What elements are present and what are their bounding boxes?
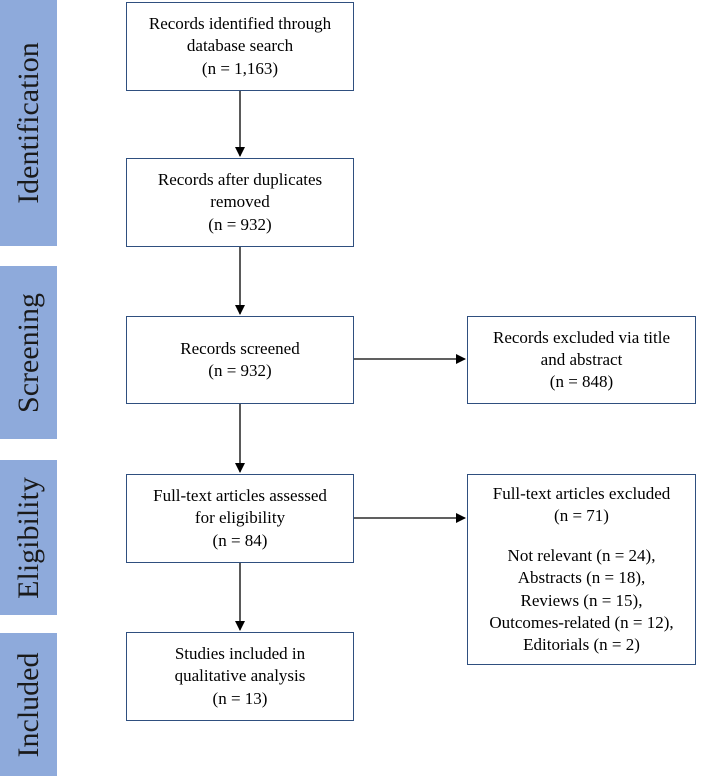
- phase-eligibility: Eligibility: [0, 460, 57, 615]
- box-line: database search: [186, 36, 294, 56]
- exclusion-reason: Editorials (n = 2): [523, 634, 640, 654]
- box-line: and abstract: [540, 349, 623, 369]
- box-line: Records after duplicates: [157, 170, 323, 190]
- box-fulltext-excluded: Full-text articles excluded (n = 71) Not…: [467, 474, 696, 665]
- box-count: (n = 13): [212, 688, 268, 708]
- box-line: removed: [210, 192, 270, 212]
- box-count: (n = 932): [208, 214, 272, 234]
- box-fulltext-assessed: Full-text articles assessed for eligibil…: [126, 474, 354, 563]
- box-line: Studies included in: [174, 644, 306, 664]
- box-count: (n = 84): [212, 530, 268, 550]
- exclusion-reason: Outcomes-related (n = 12),: [489, 612, 674, 632]
- phase-screening: Screening: [0, 266, 57, 439]
- phase-included: Included: [0, 633, 57, 776]
- box-line: Full-text articles assessed: [153, 486, 327, 506]
- box-line: for eligibility: [194, 508, 286, 528]
- box-line: Records screened: [180, 338, 300, 358]
- box-line: Records identified through: [148, 14, 332, 34]
- exclusion-reason: Not relevant (n = 24),: [507, 546, 656, 566]
- phase-identification: Identification: [0, 0, 57, 246]
- box-count: (n = 71): [554, 506, 609, 526]
- box-count: (n = 848): [549, 372, 614, 392]
- box-records-excluded-title: Records excluded via title and abstract …: [467, 316, 696, 404]
- box-records-screened: Records screened (n = 932): [126, 316, 354, 404]
- box-studies-included: Studies included in qualitative analysis…: [126, 632, 354, 721]
- box-line: Full-text articles excluded: [492, 484, 671, 504]
- exclusion-reason: Abstracts (n = 18),: [517, 568, 646, 588]
- box-line: Records excluded via title: [492, 327, 671, 347]
- box-records-identified: Records identified through database sear…: [126, 2, 354, 91]
- exclusion-reason: Reviews (n = 15),: [520, 590, 643, 610]
- box-line: qualitative analysis: [174, 666, 306, 686]
- box-records-deduplicated: Records after duplicates removed (n = 93…: [126, 158, 354, 247]
- box-count: (n = 932): [208, 361, 272, 380]
- box-count: (n = 1,163): [201, 58, 279, 78]
